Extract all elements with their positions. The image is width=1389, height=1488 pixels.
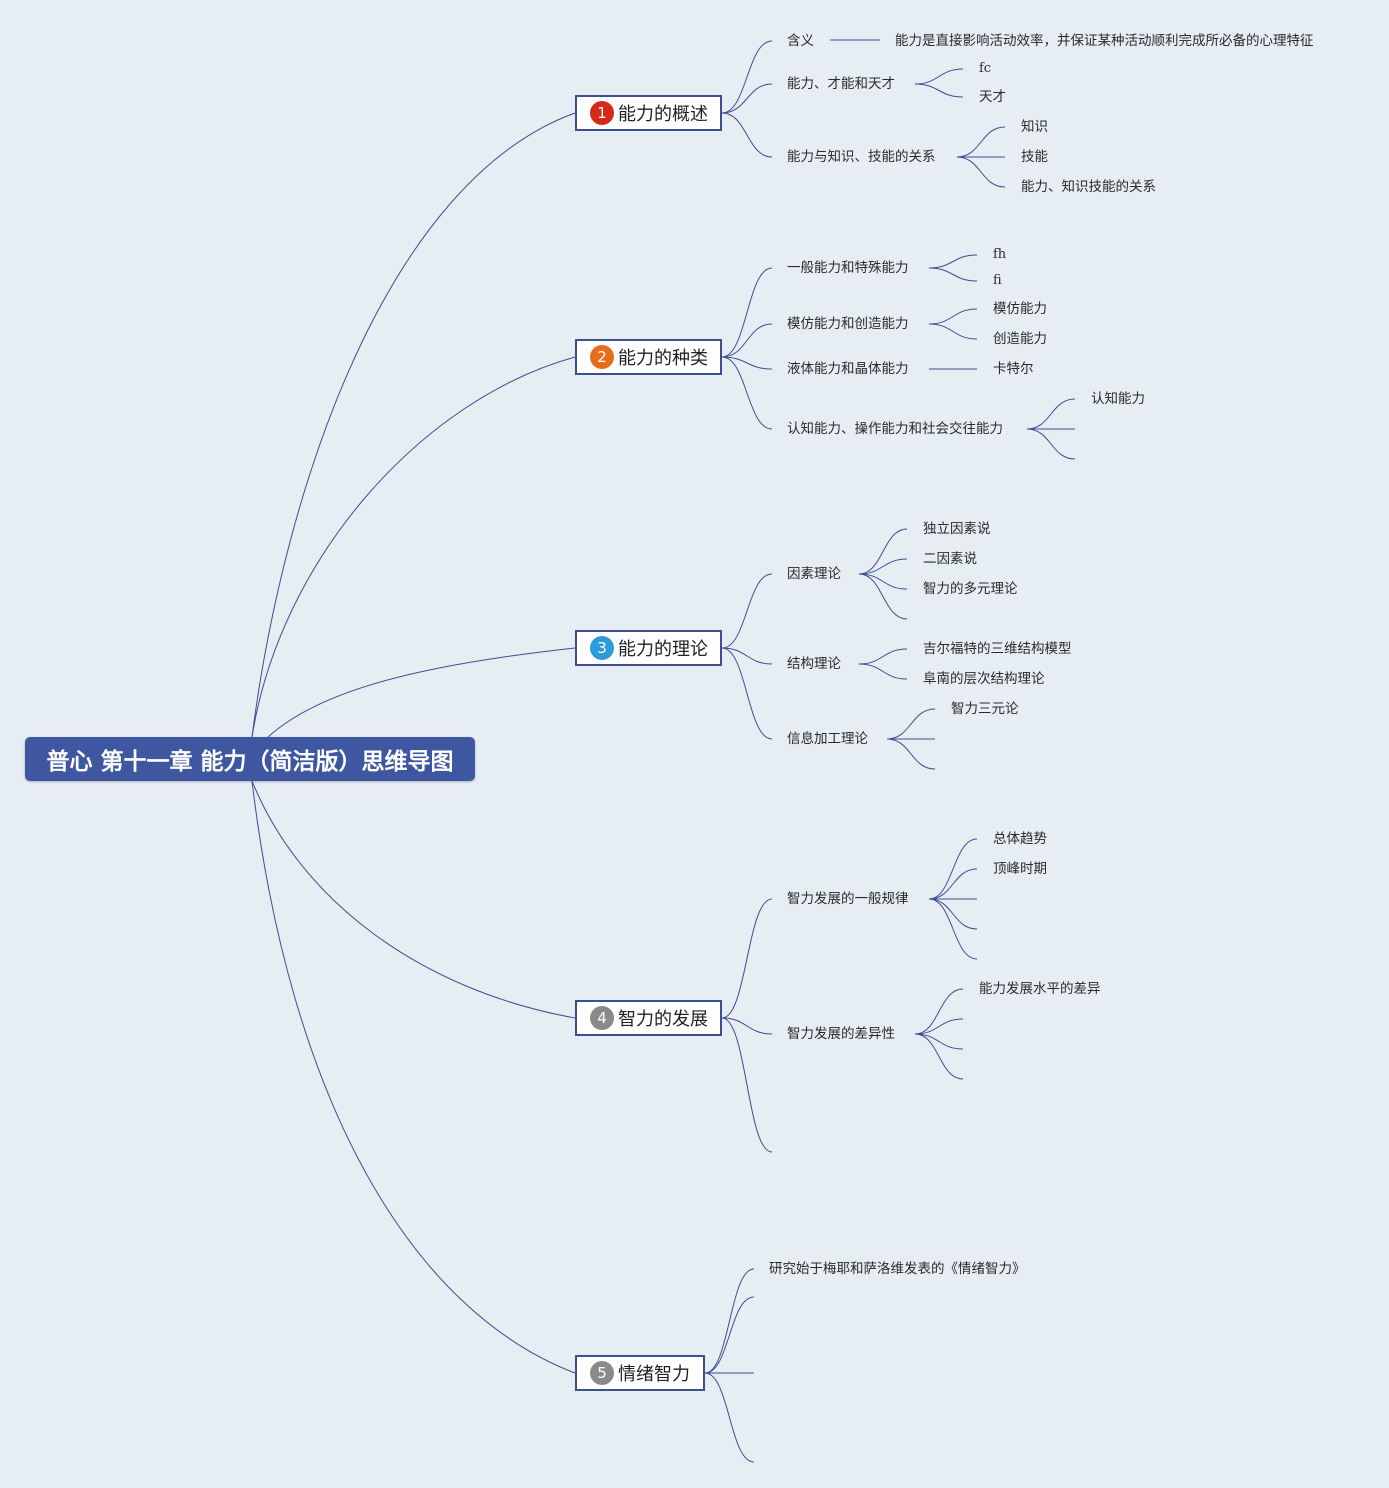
connector-line-18 — [704, 1268, 755, 1374]
topic-ability-types[interactable]: 2 能力的种类 — [575, 339, 722, 375]
connector-line-42 — [886, 708, 936, 740]
connector-line-8 — [721, 267, 773, 358]
connector-line-48 — [928, 898, 978, 930]
leaf-guilford-model[interactable]: 吉尔福特的三维结构模型 — [923, 641, 1072, 657]
connector-line-19 — [704, 1296, 755, 1374]
connector-line-9 — [721, 323, 773, 358]
connector-line-4 — [251, 780, 576, 1374]
leaf-fi[interactable]: fi — [993, 273, 1002, 288]
connector-line-13 — [721, 647, 773, 665]
number-badge-4: 4 — [590, 1006, 614, 1030]
topic-intelligence-development[interactable]: 4 智力的发展 — [575, 1000, 722, 1036]
leaf-genius[interactable]: 天才 — [979, 89, 1006, 105]
leaf-skill[interactable]: 技能 — [1021, 149, 1048, 165]
connector-line-33 — [1026, 398, 1076, 430]
subtopic-fluid-crystal[interactable]: 液体能力和晶体能力 — [787, 361, 909, 377]
connector-line-11 — [721, 356, 773, 430]
topic-label: 能力的种类 — [618, 348, 708, 369]
connector-line-45 — [928, 838, 978, 900]
leaf-overall-trend[interactable]: 总体趋势 — [993, 831, 1047, 847]
leaf-two-factor[interactable]: 二因素说 — [923, 551, 977, 567]
subtopic-structure-theory[interactable]: 结构理论 — [787, 656, 841, 672]
leaf-multiple-intelligence[interactable]: 智力的多元理论 — [923, 581, 1018, 597]
connector-line-49 — [928, 898, 978, 960]
leaf-independent-factor[interactable]: 独立因素说 — [923, 521, 991, 537]
number-badge-2: 2 — [590, 345, 614, 369]
connector-line-10 — [721, 356, 773, 370]
subtopic-development-differences[interactable]: 智力发展的差异性 — [787, 1026, 895, 1042]
connector-line-44 — [886, 738, 936, 770]
connector-line-1 — [251, 356, 576, 738]
topic-ability-overview[interactable]: 1 能力的概述 — [575, 95, 722, 131]
connector-line-27 — [956, 156, 1006, 188]
subtopic-ability-talent-genius[interactable]: 能力、才能和天才 — [787, 76, 895, 92]
connector-line-46 — [928, 868, 978, 900]
leaf-level-difference[interactable]: 能力发展水平的差异 — [979, 981, 1101, 997]
connector-line-51 — [914, 1018, 964, 1035]
connector-line-14 — [721, 647, 773, 740]
subtopic-general-rules[interactable]: 智力发展的一般规律 — [787, 891, 909, 907]
leaf-hierarchy-theory[interactable]: 阜南的层次结构理论 — [923, 671, 1045, 687]
connector-line-6 — [721, 83, 773, 114]
connector-line-25 — [956, 126, 1006, 158]
topic-label: 情绪智力 — [618, 1364, 690, 1385]
connector-line-40 — [858, 648, 908, 665]
topic-label: 能力的理论 — [618, 639, 708, 660]
connector-line-15 — [721, 898, 773, 1019]
leaf-meaning-definition[interactable]: 能力是直接影响活动效率，并保证某种活动顺利完成所必备的心理特征 — [895, 33, 1314, 49]
subtopic-factor-theory[interactable]: 因素理论 — [787, 566, 841, 582]
connector-line-5 — [721, 40, 773, 114]
subtopic-research-origin[interactable]: 研究始于梅耶和萨洛维发表的《情绪智力》 — [769, 1261, 1026, 1277]
subtopic-cognitive-operational-social[interactable]: 认知能力、操作能力和社会交往能力 — [787, 421, 1003, 437]
connector-line-35 — [1026, 428, 1076, 460]
subtopic-meaning[interactable]: 含义 — [787, 33, 814, 49]
leaf-fh[interactable]: fh — [993, 247, 1007, 262]
topic-ability-theories[interactable]: 3 能力的理论 — [575, 630, 722, 666]
connector-line-29 — [928, 267, 978, 282]
subtopic-general-special[interactable]: 一般能力和特殊能力 — [787, 260, 909, 276]
leaf-cognitive-ability[interactable]: 认知能力 — [1091, 391, 1145, 407]
connector-line-28 — [928, 254, 978, 269]
connector-line-12 — [721, 573, 773, 649]
connector-line-23 — [914, 68, 964, 85]
connector-line-21 — [704, 1372, 755, 1463]
number-badge-1: 1 — [590, 101, 614, 125]
connector-line-16 — [721, 1017, 773, 1035]
connector-line-36 — [858, 528, 908, 575]
connector-line-24 — [914, 83, 964, 98]
leaf-peak-period[interactable]: 顶峰时期 — [993, 861, 1047, 877]
leaf-creation[interactable]: 创造能力 — [993, 331, 1047, 347]
connector-line-38 — [858, 573, 908, 590]
topic-emotional-intelligence[interactable]: 5 情绪智力 — [575, 1355, 705, 1391]
connector-line-37 — [858, 558, 908, 575]
connector-line-53 — [914, 1033, 964, 1080]
root-topic[interactable]: 普心 第十一章 能力（简洁版）思维导图 — [25, 737, 475, 781]
connector-line-3 — [251, 780, 576, 1019]
connector-line-2 — [267, 647, 576, 738]
leaf-cattell[interactable]: 卡特尔 — [993, 361, 1034, 377]
number-badge-3: 3 — [590, 636, 614, 660]
subtopic-imitation-creation[interactable]: 模仿能力和创造能力 — [787, 316, 909, 332]
leaf-ability-knowledge-skill-relation[interactable]: 能力、知识技能的关系 — [1021, 179, 1156, 195]
connector-line-52 — [914, 1033, 964, 1050]
connector-line-41 — [858, 663, 908, 680]
topic-label: 智力的发展 — [618, 1009, 708, 1030]
leaf-triarchic-theory[interactable]: 智力三元论 — [951, 701, 1019, 717]
topic-label: 能力的概述 — [618, 104, 708, 125]
leaf-fc[interactable]: fc — [979, 61, 992, 76]
connector-line-30 — [928, 308, 978, 325]
connector-line-7 — [721, 112, 773, 158]
subtopic-ability-knowledge-skill[interactable]: 能力与知识、技能的关系 — [787, 149, 936, 165]
connector-line-50 — [914, 988, 964, 1035]
number-badge-5: 5 — [590, 1361, 614, 1385]
subtopic-information-processing[interactable]: 信息加工理论 — [787, 731, 868, 747]
connector-line-17 — [721, 1017, 773, 1153]
leaf-imitation[interactable]: 模仿能力 — [993, 301, 1047, 317]
connector-line-0 — [251, 112, 576, 738]
leaf-knowledge[interactable]: 知识 — [1021, 119, 1048, 135]
connector-line-39 — [858, 573, 908, 620]
connector-line-31 — [928, 323, 978, 340]
